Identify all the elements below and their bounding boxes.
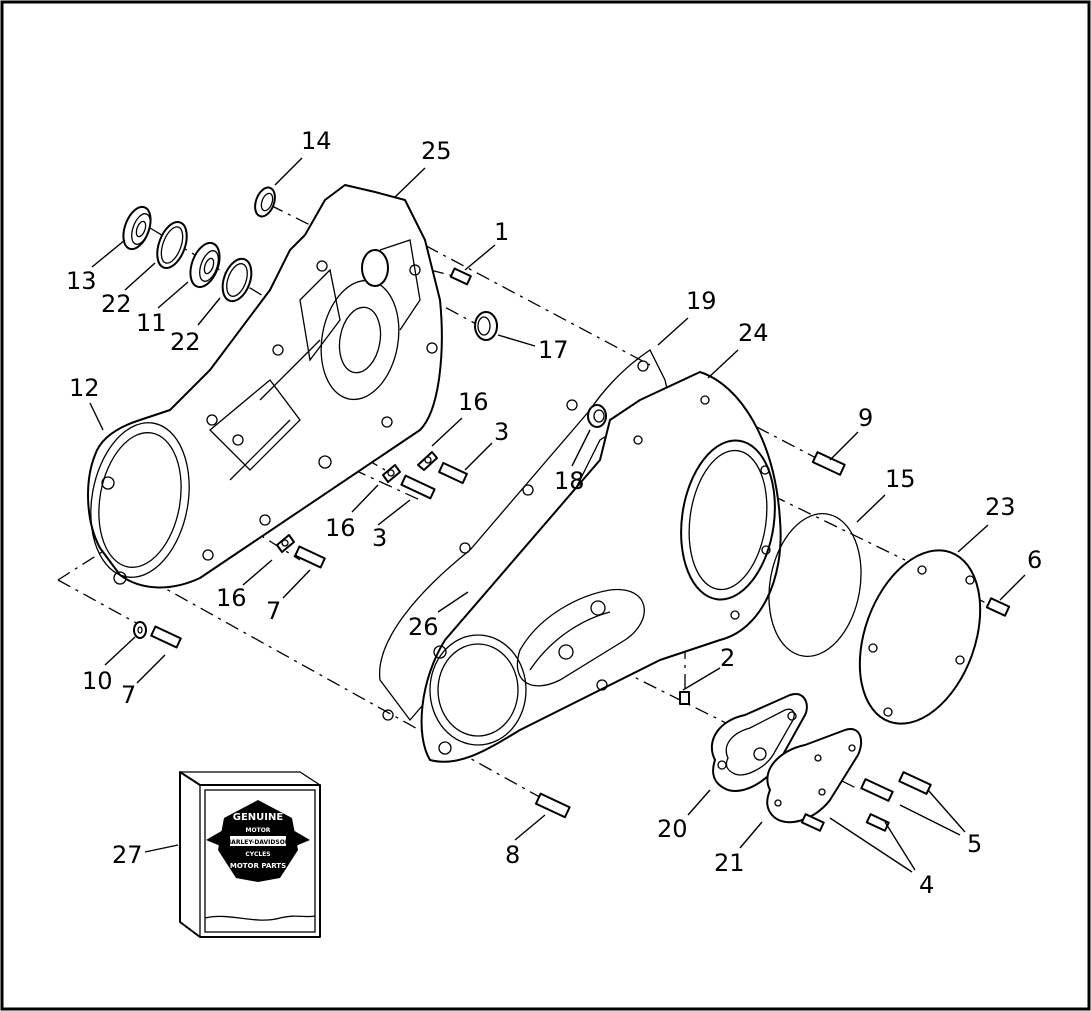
screw-6: [985, 597, 1011, 617]
o-ring-15: [768, 513, 862, 657]
callout-25: 25: [421, 137, 452, 165]
callout-21: 21: [714, 849, 745, 877]
screw-4-lower: [800, 813, 825, 832]
callout-8: 8: [505, 841, 520, 869]
bolt-3-lower: [400, 474, 436, 500]
callout-23: 23: [985, 493, 1016, 521]
callout-9: 9: [858, 404, 873, 432]
cable-clip-16-upper: [417, 451, 438, 471]
bearing-13: [122, 205, 152, 251]
callout-7: 7: [266, 597, 281, 625]
callout-17: 17: [538, 336, 569, 364]
callout-13: 13: [66, 267, 97, 295]
outer-primary-cover-24: [420, 371, 782, 763]
genuine-motor-parts-logo: GENUINE MOTOR HARLEY-DAVIDSON CYCLES MOT…: [206, 800, 310, 882]
dowel-18: [587, 404, 607, 428]
callout-22: 22: [170, 328, 201, 356]
callout-1: 1: [494, 218, 509, 246]
callout-10: 10: [82, 667, 113, 695]
callout-labels: 1 2 3 3 4 5 6 7 7 8 9 10 11 12 13 14 15 …: [66, 127, 1042, 899]
inspection-cover-21: [766, 728, 863, 824]
callout-5: 5: [967, 830, 982, 858]
logo-brand-text: HARLEY-DAVIDSON: [226, 839, 290, 846]
pin-2: [679, 691, 690, 705]
bolt-7-lower: [150, 625, 182, 649]
callout-4: 4: [919, 871, 934, 899]
callout-22: 22: [101, 290, 132, 318]
callout-19: 19: [686, 287, 717, 315]
callout-16: 16: [325, 514, 356, 542]
screw-4-upper: [865, 813, 890, 832]
callout-3: 3: [372, 524, 387, 552]
genuine-parts-package-27: GENUINE MOTOR HARLEY-DAVIDSON CYCLES MOT…: [179, 771, 321, 938]
cable-clip-16-lower: [276, 534, 295, 553]
callout-27: 27: [112, 841, 143, 869]
retaining-ring-22-lower: [221, 257, 253, 303]
bolt-3-upper: [438, 461, 468, 485]
callout-16: 16: [216, 584, 247, 612]
inner-primary-housing-25: [87, 184, 443, 589]
leader-lines: [89, 157, 1026, 873]
logo-cycles-text: CYCLES: [245, 851, 270, 858]
callout-12: 12: [69, 374, 100, 402]
callout-15: 15: [885, 465, 916, 493]
callout-26: 26: [408, 613, 439, 641]
washer-10: [133, 621, 147, 639]
callout-2: 2: [720, 644, 735, 672]
callout-6: 6: [1027, 546, 1042, 574]
bushing-17: [474, 311, 498, 341]
callout-11: 11: [136, 309, 167, 337]
callout-18: 18: [554, 467, 585, 495]
bolt-7-upper: [294, 545, 326, 569]
logo-bottom-text: MOTOR PARTS: [230, 862, 286, 870]
screw-5-lower: [860, 778, 894, 802]
seal-14: [254, 186, 276, 218]
callout-7: 7: [121, 681, 136, 709]
callout-14: 14: [301, 127, 332, 155]
logo-top-text: GENUINE: [233, 812, 284, 823]
inspection-cover-gasket-20: [710, 693, 808, 792]
callout-3: 3: [494, 418, 509, 446]
bearing-11: [189, 241, 221, 289]
dowel-pin-1: [449, 267, 472, 286]
retaining-ring-22-upper: [156, 221, 188, 269]
logo-ring-text: MOTOR: [246, 827, 271, 834]
cable-clip-16-middle: [382, 464, 401, 483]
screw-5-upper: [898, 771, 932, 795]
bolt-8: [534, 792, 571, 819]
callout-16: 16: [458, 388, 489, 416]
callout-24: 24: [738, 319, 769, 347]
derby-cover-23: [858, 549, 982, 725]
callout-20: 20: [657, 815, 688, 843]
